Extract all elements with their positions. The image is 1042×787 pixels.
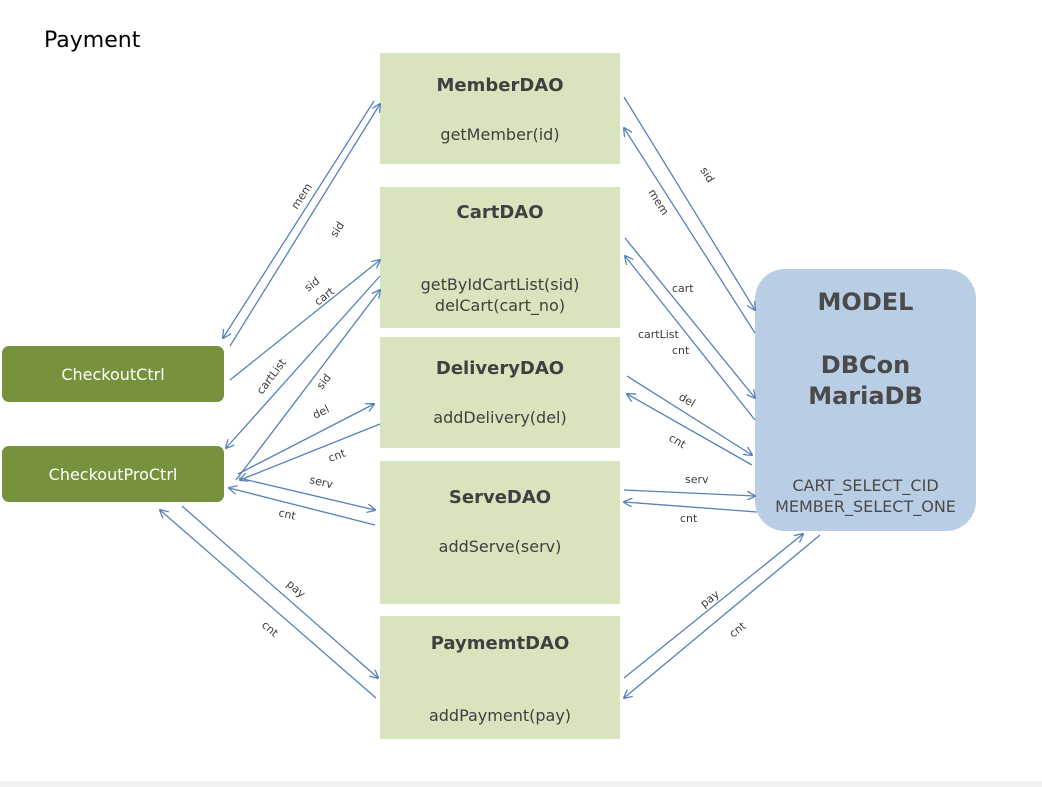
arrow-label: mem [289, 181, 315, 212]
model-box: MODEL DBCon MariaDB CART_SELECT_CID MEMB… [755, 269, 976, 531]
arrow-label: cnt [680, 512, 698, 525]
model-query: CART_SELECT_CID [792, 476, 939, 495]
arrow-model-to-delivery [627, 394, 753, 466]
arrow-pro-to-serve [238, 477, 375, 510]
arrow-serve-to-pro [229, 488, 376, 526]
arrow-ctrl-to-cart [229, 260, 380, 381]
arrow-cart-to-pro [226, 275, 381, 448]
payment-dao-method: addPayment(pay) [428, 706, 572, 725]
arrow-label: del [311, 403, 332, 422]
member-dao-box: MemberDAO getMember(id) [380, 53, 620, 164]
arrow-pro-to-cart [235, 290, 380, 481]
cart-dao-box: CartDAO getByIdCartList(sid) delCart(car… [380, 187, 620, 328]
arrow-label: cartList [638, 328, 680, 341]
arrow-label: cnt [277, 506, 297, 523]
arrow-label: sid [314, 371, 334, 391]
payment-dao-name: PaymemtDAO [430, 633, 570, 654]
model-query: MEMBER_SELECT_ONE [775, 497, 956, 516]
arrow-payment-to-pro [160, 510, 377, 699]
arrow-label: cnt [672, 344, 690, 357]
serve-dao-box: ServeDAO addServe(serv) [380, 461, 620, 604]
model-title: MODEL [817, 288, 914, 316]
arrow-model-to-member [624, 128, 756, 334]
arrow-model-to-cart [625, 256, 756, 421]
delivery-dao-box: DeliveryDAO addDelivery(del) [380, 337, 620, 448]
arrow-member-to-model [623, 96, 755, 310]
arrow-serve-to-model [623, 489, 755, 496]
arrow-label: del [677, 390, 698, 410]
delivery-dao-name: DeliveryDAO [435, 358, 565, 379]
delivery-dao-method: addDelivery(del) [433, 408, 567, 427]
arrow-member-to-ctrl [223, 100, 375, 338]
arrow-label: cnt [667, 431, 689, 451]
member-dao-method: getMember(id) [440, 125, 560, 144]
arrow-payment-to-model [623, 534, 803, 679]
serve-dao-name: ServeDAO [448, 487, 552, 508]
arrow-label: cartList [254, 356, 289, 397]
arrow-label: pay [284, 577, 308, 600]
diagram-title: Payment [44, 28, 141, 53]
arrow-delivery-to-model [626, 375, 752, 455]
arrow-label: sid [697, 165, 716, 185]
cart-dao-method: delCart(cart_no) [434, 296, 566, 315]
arrow-label: serv [685, 473, 709, 486]
cart-dao-name: CartDAO [456, 202, 544, 223]
model-db-line: MariaDB [808, 382, 923, 410]
cart-dao-method: getByIdCartList(sid) [420, 275, 580, 294]
serve-dao-method: addServe(serv) [438, 537, 562, 556]
member-dao-name: MemberDAO [436, 75, 564, 96]
arrow-cart-to-model [624, 237, 755, 398]
arrow-label: sid [328, 219, 347, 239]
arrow-label: cnt [727, 619, 749, 640]
arrow-label: pay [698, 587, 722, 610]
arrow-ctrl-to-member [229, 104, 380, 347]
arrow-label: cnt [259, 618, 281, 640]
checkout-ctrl-box: CheckoutCtrl [2, 346, 224, 402]
model-db-line: DBCon [820, 351, 911, 379]
arrow-label: serv [308, 473, 334, 491]
arrow-pro-to-delivery [237, 404, 374, 475]
payment-dao-box: PaymemtDAO addPayment(pay) [380, 616, 620, 739]
checkout-pro-ctrl-box: CheckoutProCtrl [2, 446, 224, 502]
arrow-label: cart [672, 282, 694, 295]
arrow-label: cnt [327, 446, 348, 464]
arrow-delivery-to-pro [240, 423, 381, 480]
arrow-pro-to-payment [181, 505, 378, 678]
arrow-label: mem [645, 187, 671, 218]
arrow-model-to-payment [624, 534, 821, 698]
arrow-model-to-serve [624, 502, 758, 513]
